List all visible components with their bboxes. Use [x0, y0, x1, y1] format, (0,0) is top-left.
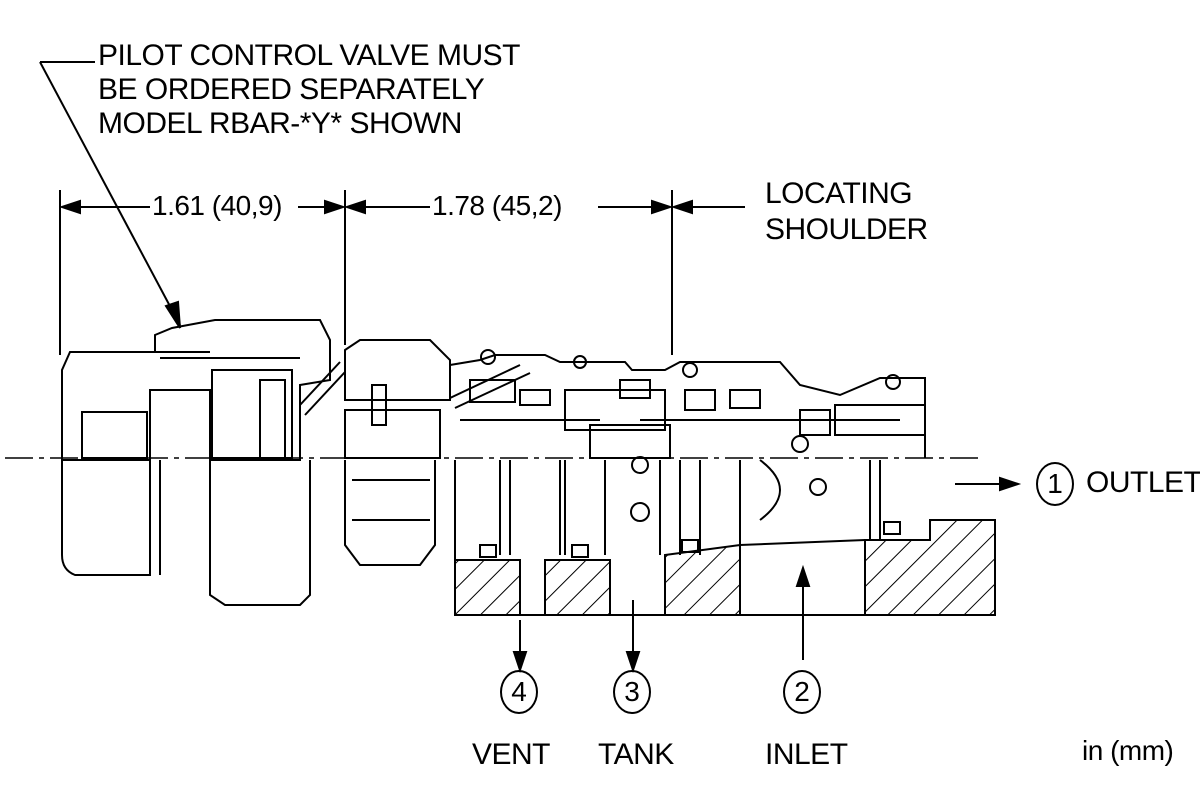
- hex-body: [344, 339, 451, 401]
- port-4-number: 4: [500, 670, 538, 714]
- units-label: in (mm): [1082, 735, 1174, 766]
- locating-shoulder-line-1: LOCATING: [765, 177, 913, 210]
- port-2-number: 2: [783, 670, 821, 714]
- cartridge-body: [449, 354, 926, 458]
- note-line-3: MODEL RBAR-*Y* SHOWN: [98, 107, 462, 140]
- dimension-2-label: 1.78 (45,2): [432, 190, 562, 221]
- manifold-block: [454, 559, 521, 616]
- port-1-number: 1: [1036, 462, 1074, 506]
- port-2-name: INLET: [765, 738, 848, 771]
- dimension-1-label: 1.61 (40,9): [152, 190, 282, 221]
- note-line-1: PILOT CONTROL VALVE MUST: [98, 39, 520, 72]
- note-line-2: BE ORDERED SEPARATELY: [98, 73, 485, 106]
- note-leader-arrow-line: [39, 61, 181, 326]
- coil-nut: [61, 319, 331, 461]
- port-1-name: OUTLET: [1086, 466, 1200, 499]
- port-4-name: VENT: [472, 738, 551, 771]
- port-3-name: TANK: [598, 738, 674, 771]
- port-3-number: 3: [613, 670, 651, 714]
- locating-shoulder-line-2: SHOULDER: [765, 213, 928, 246]
